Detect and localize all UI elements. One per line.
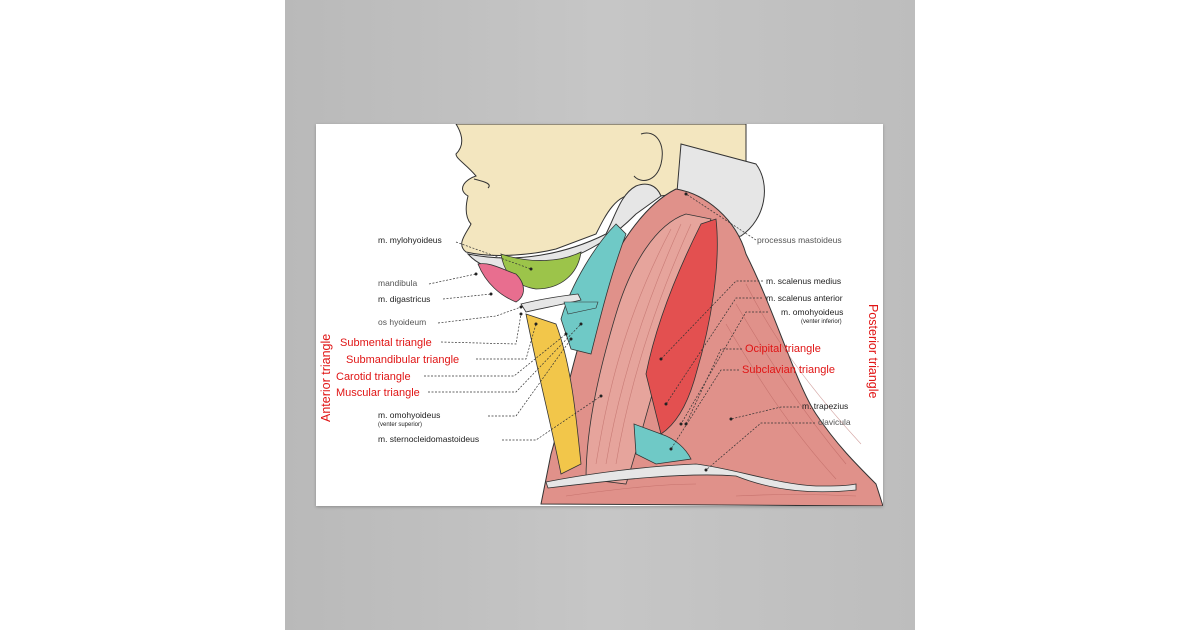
omohyoid-band	[563, 301, 599, 315]
label-carotid-triangle: Carotid triangle	[336, 371, 411, 383]
muscle-fibers	[565, 223, 862, 497]
leader-lines	[424, 193, 815, 471]
label-trapezius: m. trapezius	[802, 401, 848, 411]
hyoid-bone	[520, 293, 582, 313]
label-occipital-triangle: Ocipital triangle	[745, 343, 821, 355]
label-subclavian-triangle: Subclavian triangle	[742, 364, 835, 376]
carotid-region	[560, 223, 627, 355]
label-mandibula: mandibula	[378, 278, 417, 288]
label-omohyoideus-superior: m. omohyoideus	[378, 410, 440, 420]
label-omohyoideus-inferior: m. omohyoideus	[781, 307, 843, 317]
label-omohyoideus-superior-sub: (venter superior)	[378, 422, 422, 428]
label-mylohyoideus: m. mylohyoideus	[378, 235, 442, 245]
label-muscular-triangle: Muscular triangle	[336, 387, 420, 399]
clavicle	[545, 463, 857, 493]
label-digastricus: m. digastricus	[378, 294, 430, 304]
ear	[633, 132, 663, 181]
label-processus-mastoideus: processus mastoideus	[757, 235, 842, 245]
label-omohyoideus-inferior-sub: (venter inferior)	[801, 319, 842, 325]
label-clavicula: clavicula	[818, 417, 851, 427]
label-anterior-triangle: Anterior triangle	[319, 334, 333, 422]
nose-detail	[473, 178, 490, 189]
label-sternocleidomastoideus: m. sternocleidomastoideus	[378, 434, 479, 444]
subclavian-region	[633, 423, 692, 465]
label-os-hyoideum: os hyoideum	[378, 317, 426, 327]
neck-anatomy-diagram: m. mylohyoideus mandibula m. digastricus…	[319, 124, 883, 506]
label-scalenus-anterior: m. scalenus anterior	[766, 293, 843, 303]
anatomy-poster: m. mylohyoideus mandibula m. digastricus…	[316, 124, 883, 506]
label-posterior-triangle: Posterior triangle	[866, 304, 880, 399]
scalene-muscles	[645, 218, 718, 435]
digastric-region	[477, 263, 524, 303]
label-scalenus-medius: m. scalenus medius	[766, 276, 841, 286]
leader-dots	[474, 192, 733, 472]
label-submental-triangle: Submental triangle	[340, 337, 432, 349]
label-submandibular-triangle: Submandibular triangle	[346, 354, 459, 366]
